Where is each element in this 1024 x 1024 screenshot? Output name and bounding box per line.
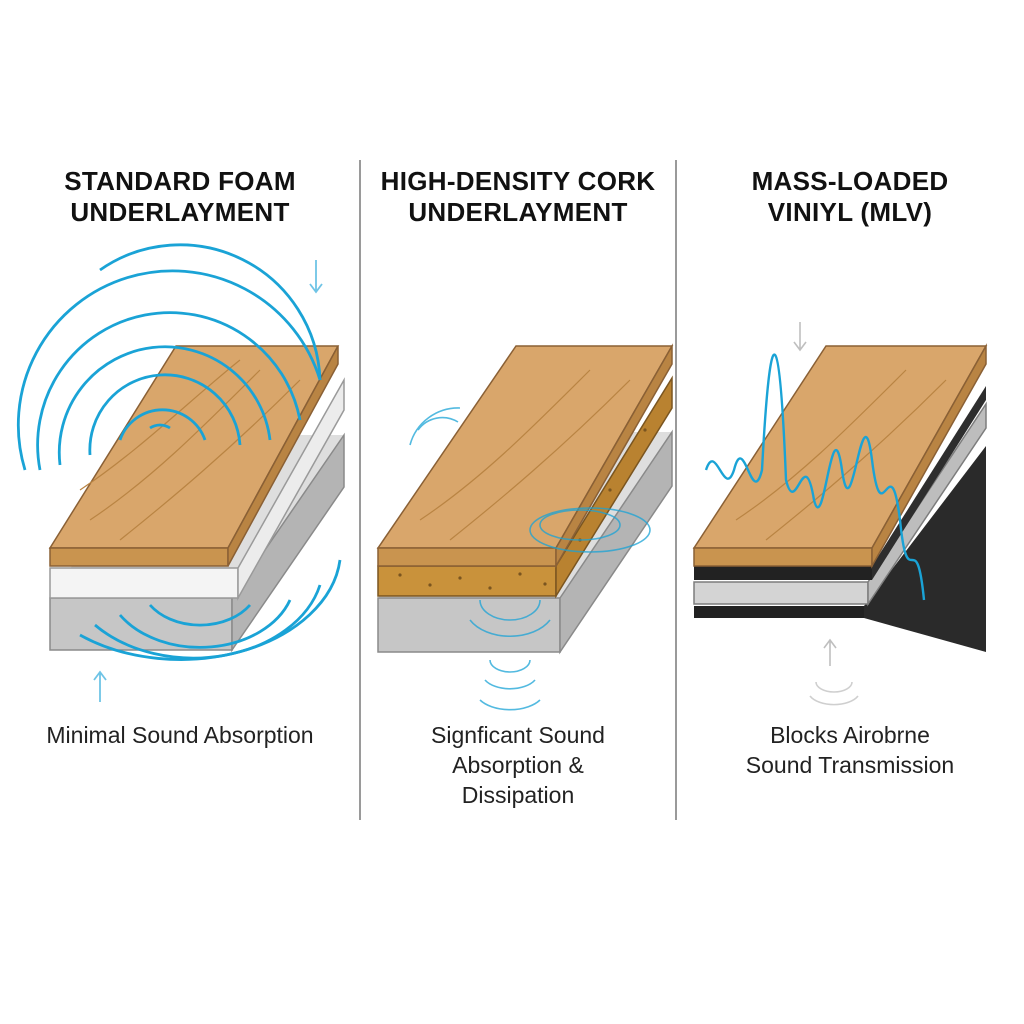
panel-title: HIGH-DENSITY CORK UNDERLAYMENT — [380, 166, 656, 227]
sound-waves-top — [16, 243, 322, 471]
foam-front — [49, 567, 239, 599]
mlv-base-side — [864, 446, 986, 652]
arrow-up-icon — [93, 670, 107, 702]
panel-caption: Signficant Sound Absorption & Dissipatio… — [431, 722, 605, 808]
cork-front — [377, 565, 557, 597]
panel-title: STANDARD FOAM UNDERLAYMENT — [64, 166, 296, 227]
cork-texture — [398, 428, 647, 590]
wood-side — [871, 343, 987, 569]
foam-layer-illustration — [16, 243, 345, 702]
panel-high-density-cork: HIGH-DENSITY CORK UNDERLAYMENT Signfican… — [360, 0, 676, 1024]
panel-divider-right — [675, 160, 677, 820]
concrete-side — [867, 401, 987, 607]
panel-mass-loaded-vinyl: MASS-LOADED VINIYL (MLV) Blocks Airobrne… — [676, 0, 1024, 1024]
panel-standard-foam: STANDARD FOAM UNDERLAYMENT Minimal Sound… — [0, 0, 360, 1024]
panel-caption: Blocks Airobrne Sound Transmission — [745, 722, 955, 778]
mlv-layer-illustration — [692, 322, 988, 706]
wood-front — [49, 547, 229, 567]
sound-waves-bottom — [79, 559, 342, 661]
cork-layer-illustration — [376, 343, 674, 711]
concrete-side — [559, 429, 673, 655]
sound-waves-dissipating — [409, 407, 651, 711]
arrow-up-icon — [823, 638, 837, 666]
concrete-front — [693, 581, 869, 605]
wood-side — [555, 343, 673, 569]
wood-side — [227, 345, 339, 567]
panel-divider-left — [359, 160, 361, 820]
concrete-front — [377, 597, 561, 653]
cork-side — [555, 375, 673, 599]
panel-title: MASS-LOADED VINIYL (MLV) — [751, 166, 949, 227]
sound-waves-faint — [809, 681, 859, 706]
foam-side — [237, 377, 345, 601]
arrow-down-icon — [309, 260, 323, 294]
mlv-front — [694, 566, 872, 580]
mlv-base-front — [694, 606, 864, 618]
panel-caption: Minimal Sound Absorption — [46, 722, 314, 748]
sound-wave-blocked — [704, 353, 926, 601]
arrow-down-icon — [793, 322, 807, 352]
concrete-side — [231, 432, 345, 653]
wood-grain — [419, 369, 631, 541]
wood-grain — [735, 369, 947, 541]
wood-front — [693, 547, 873, 567]
wood-front — [377, 547, 557, 567]
